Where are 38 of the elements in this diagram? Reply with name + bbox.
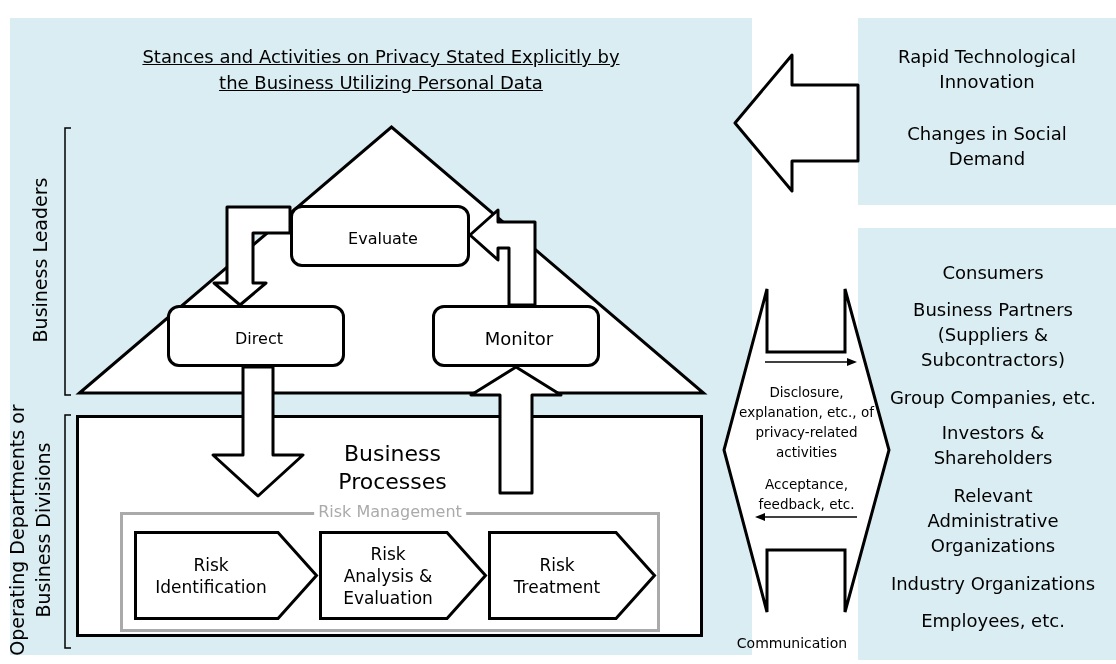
side-label: Operating Departments or Business Divisions: [5, 403, 55, 658]
stakeholder-text: Relevant Administrative Organizations: [926, 484, 1060, 558]
stakeholder-text: Business Partners (Suppliers & Subcontractors): [912, 298, 1074, 372]
caption-text: Communication: [735, 634, 849, 653]
chevron-step: [134, 531, 318, 620]
step-label: Risk Identification: [154, 553, 268, 598]
panel-background: [858, 228, 1116, 660]
step-label: Risk Analysis & Evaluation: [342, 542, 434, 609]
block-arrow: [468, 208, 537, 307]
process-box: [290, 205, 470, 267]
box-label: Direct: [234, 328, 284, 350]
stakeholder-text: Employees, etc.: [920, 609, 1066, 633]
communication-shape: [723, 288, 890, 613]
block-arrow: [211, 365, 305, 498]
process-area-box: [76, 415, 703, 637]
stakeholder-text: Consumers: [941, 261, 1045, 285]
process-box: [432, 305, 600, 367]
side-label: Business Leaders: [28, 176, 52, 345]
stakeholder-text: Investors & Shareholders: [932, 421, 1054, 470]
process-box: [167, 305, 345, 367]
factor-text: Rapid Technological Innovation: [897, 45, 1077, 94]
frame-label: Risk Management: [314, 502, 466, 522]
factor-text: Changes in Social Demand: [906, 122, 1068, 171]
flow-text: Acceptance, feedback, etc.: [757, 475, 856, 514]
flow-text: Disclosure, explanation, etc., of privacy-related activities: [738, 383, 876, 462]
panel-background: [858, 18, 1116, 205]
step-label: Risk Treatment: [512, 553, 602, 598]
heading: Stances and Activities on Privacy Stated Explicitly by the Business Utilizing Personal Data: [141, 45, 621, 95]
block-arrow: [733, 53, 860, 193]
chevron-step: [319, 531, 487, 620]
box-label: Evaluate: [347, 228, 419, 250]
chevron-step: [488, 531, 656, 620]
box-label: Monitor: [483, 327, 555, 351]
box-heading: Business Processes: [337, 440, 448, 496]
block-arrow: [212, 205, 292, 307]
stakeholder-text: Group Companies, etc.: [888, 386, 1098, 410]
block-arrow: [469, 365, 563, 495]
stakeholder-text: Industry Organizations: [889, 572, 1097, 596]
